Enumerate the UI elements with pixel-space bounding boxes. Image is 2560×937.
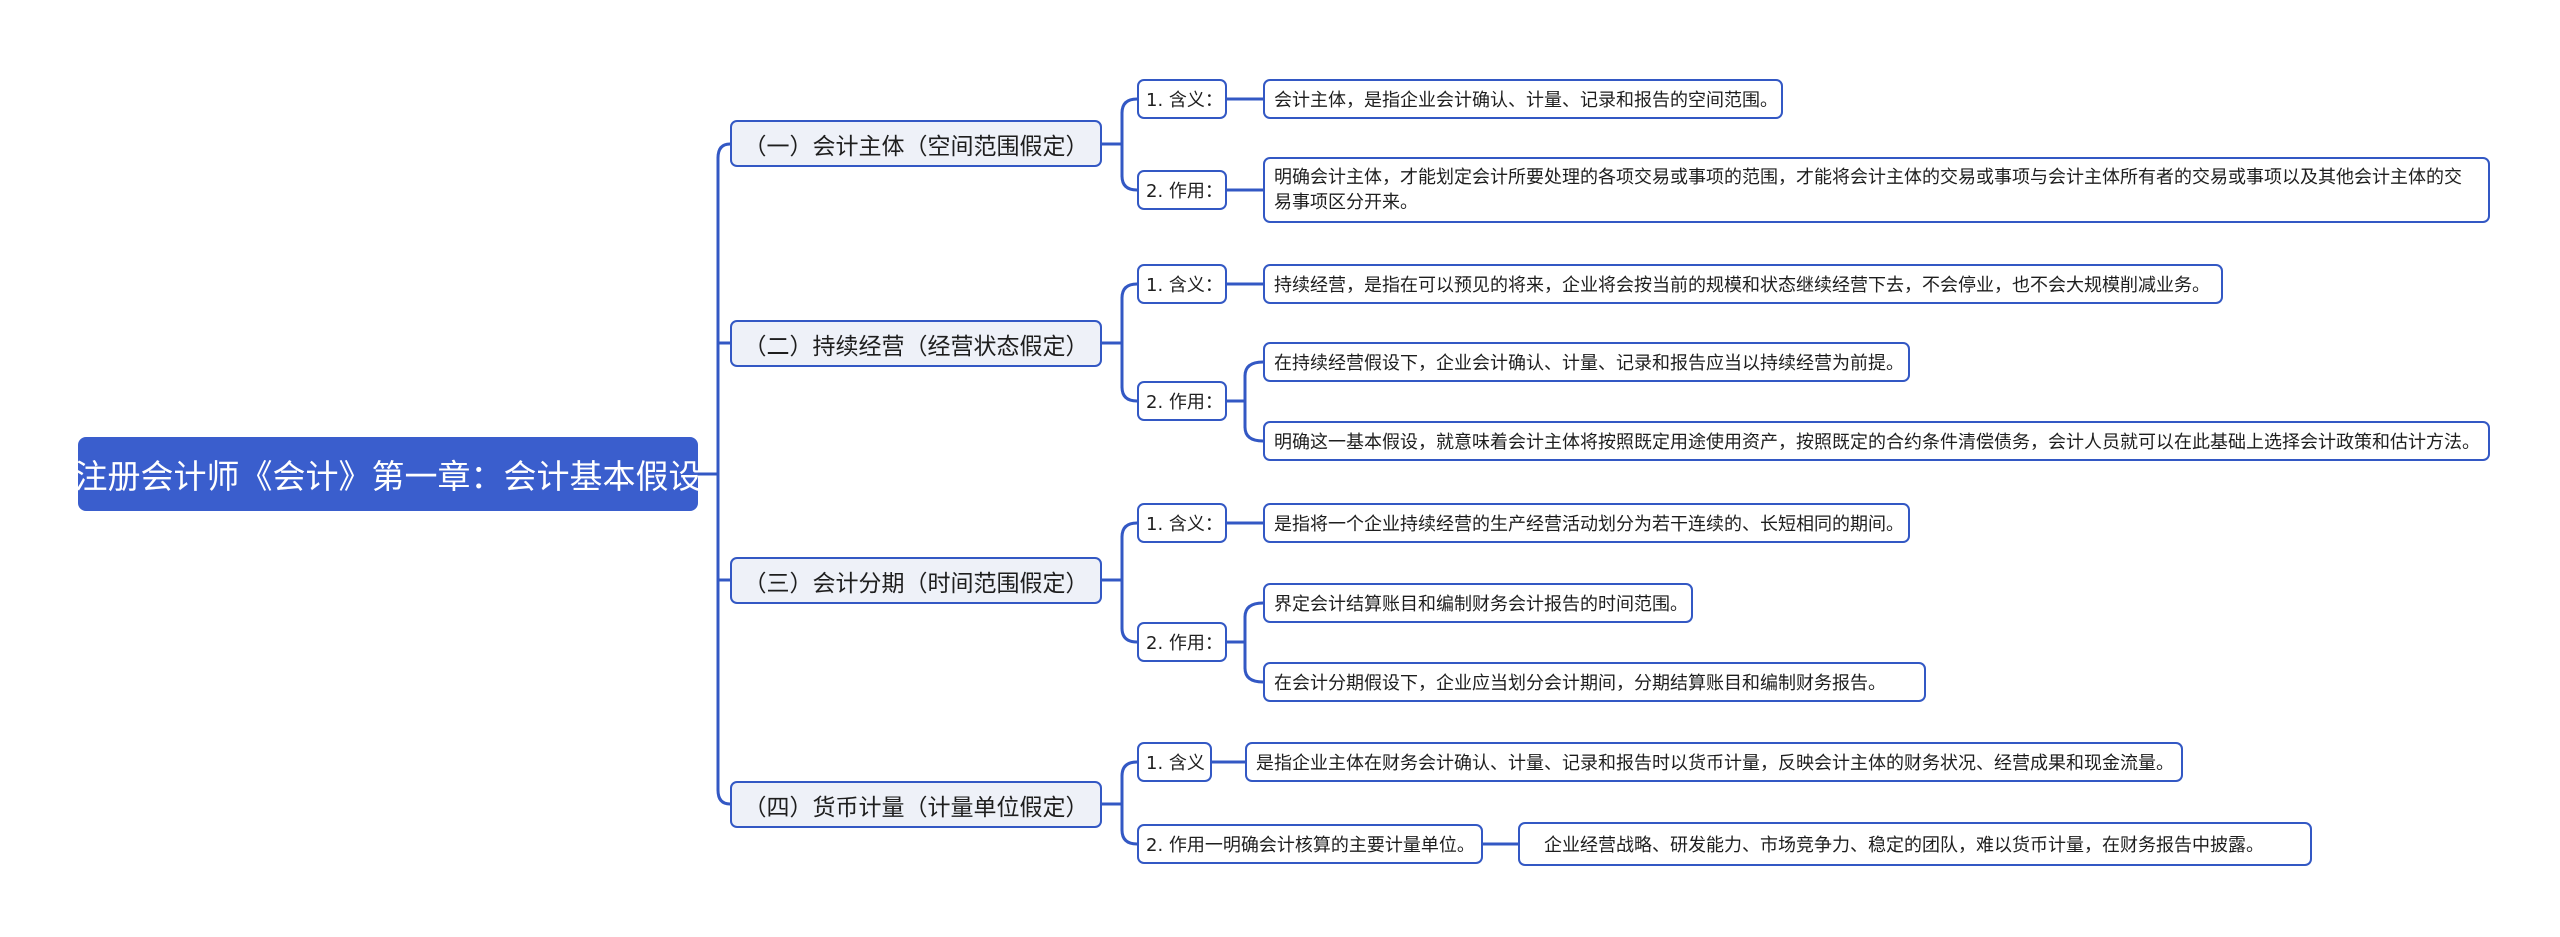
label-function[interactable]: 2. 作用：: [1137, 170, 1227, 210]
label-meaning[interactable]: 1. 含义：: [1137, 503, 1227, 543]
branch-title: （三）会计分期（时间范围假定）: [743, 570, 1089, 597]
detail-text: 明确这一基本假设，就意味着会计主体将按照既定用途使用资产，按照既定的合约条件清偿…: [1274, 432, 2480, 453]
branch-going-concern[interactable]: （二）持续经营（经营状态假定）: [730, 320, 1102, 367]
detail-node[interactable]: 界定会计结算账目和编制财务会计报告的时间范围。: [1263, 583, 1693, 623]
branch-title: （二）持续经营（经营状态假定）: [743, 333, 1089, 360]
label-text: 1. 含义：: [1146, 514, 1223, 535]
label-function[interactable]: 2. 作用：: [1137, 381, 1227, 421]
root-topic[interactable]: 注册会计师《会计》第一章：会计基本假设: [75, 437, 702, 511]
detail-text: 会计主体，是指企业会计确认、计量、记录和报告的空间范围。: [1274, 90, 1778, 111]
label-function[interactable]: 2. 作用：: [1137, 622, 1227, 662]
detail-text: 企业经营战略、研发能力、市场竞争力、稳定的团队，难以货币计量，在财务报告中披露。: [1544, 835, 2264, 856]
label-text: 2. 作用：: [1146, 181, 1223, 202]
detail-text: 是指将一个企业持续经营的生产经营活动划分为若干连续的、长短相同的期间。: [1274, 514, 1904, 535]
branch-accounting-entity[interactable]: （一）会计主体（空间范围假定）: [730, 120, 1102, 167]
label-function[interactable]: 2. 作用一明确会计核算的主要计量单位。: [1137, 824, 1483, 864]
detail-node[interactable]: 明确会计主体，才能划定会计所要处理的各项交易或事项的范围，才能将会计主体的交易或…: [1263, 157, 2490, 223]
label-text: 2. 作用一明确会计核算的主要计量单位。: [1146, 835, 1475, 856]
label-meaning[interactable]: 1. 含义: [1137, 742, 1212, 782]
branch-title: （一）会计主体（空间范围假定）: [743, 133, 1089, 160]
detail-node[interactable]: 企业经营战略、研发能力、市场竞争力、稳定的团队，难以货币计量，在财务报告中披露。: [1518, 822, 2312, 866]
label-text: 2. 作用：: [1146, 633, 1223, 654]
detail-text: 界定会计结算账目和编制财务会计报告的时间范围。: [1274, 594, 1688, 615]
detail-text: 是指企业主体在财务会计确认、计量、记录和报告时以货币计量，反映会计主体的财务状况…: [1256, 753, 2174, 774]
detail-node[interactable]: 在会计分期假设下，企业应当划分会计期间，分期结算账目和编制财务报告。: [1263, 662, 1926, 702]
detail-text: 明确会计主体，才能划定会计所要处理的各项交易或事项的范围，才能将会计主体的交易或…: [1274, 167, 2462, 213]
detail-node[interactable]: 是指将一个企业持续经营的生产经营活动划分为若干连续的、长短相同的期间。: [1263, 503, 1910, 543]
detail-node[interactable]: 明确这一基本假设，就意味着会计主体将按照既定用途使用资产，按照既定的合约条件清偿…: [1263, 421, 2490, 461]
label-text: 1. 含义：: [1146, 90, 1223, 111]
branch-monetary-measurement[interactable]: （四）货币计量（计量单位假定）: [730, 781, 1102, 828]
detail-node[interactable]: 持续经营，是指在可以预见的将来，企业将会按当前的规模和状态继续经营下去，不会停业…: [1263, 264, 2223, 304]
detail-text: 持续经营，是指在可以预见的将来，企业将会按当前的规模和状态继续经营下去，不会停业…: [1274, 275, 2210, 296]
detail-text: 在会计分期假设下，企业应当划分会计期间，分期结算账目和编制财务报告。: [1274, 673, 1886, 694]
detail-node[interactable]: 在持续经营假设下，企业会计确认、计量、记录和报告应当以持续经营为前提。: [1263, 342, 1910, 382]
label-meaning[interactable]: 1. 含义：: [1137, 79, 1227, 119]
detail-node[interactable]: 是指企业主体在财务会计确认、计量、记录和报告时以货币计量，反映会计主体的财务状况…: [1245, 742, 2183, 782]
branch-title: （四）货币计量（计量单位假定）: [743, 794, 1089, 821]
label-text: 1. 含义：: [1146, 275, 1223, 296]
root-title: 注册会计师《会计》第一章：会计基本假设: [74, 457, 702, 496]
branch-accounting-period[interactable]: （三）会计分期（时间范围假定）: [730, 557, 1102, 604]
detail-text: 在持续经营假设下，企业会计确认、计量、记录和报告应当以持续经营为前提。: [1274, 353, 1904, 374]
label-text: 2. 作用：: [1146, 392, 1223, 413]
detail-node[interactable]: 会计主体，是指企业会计确认、计量、记录和报告的空间范围。: [1263, 79, 1783, 119]
label-text: 1. 含义: [1146, 753, 1205, 774]
label-meaning[interactable]: 1. 含义：: [1137, 264, 1227, 304]
